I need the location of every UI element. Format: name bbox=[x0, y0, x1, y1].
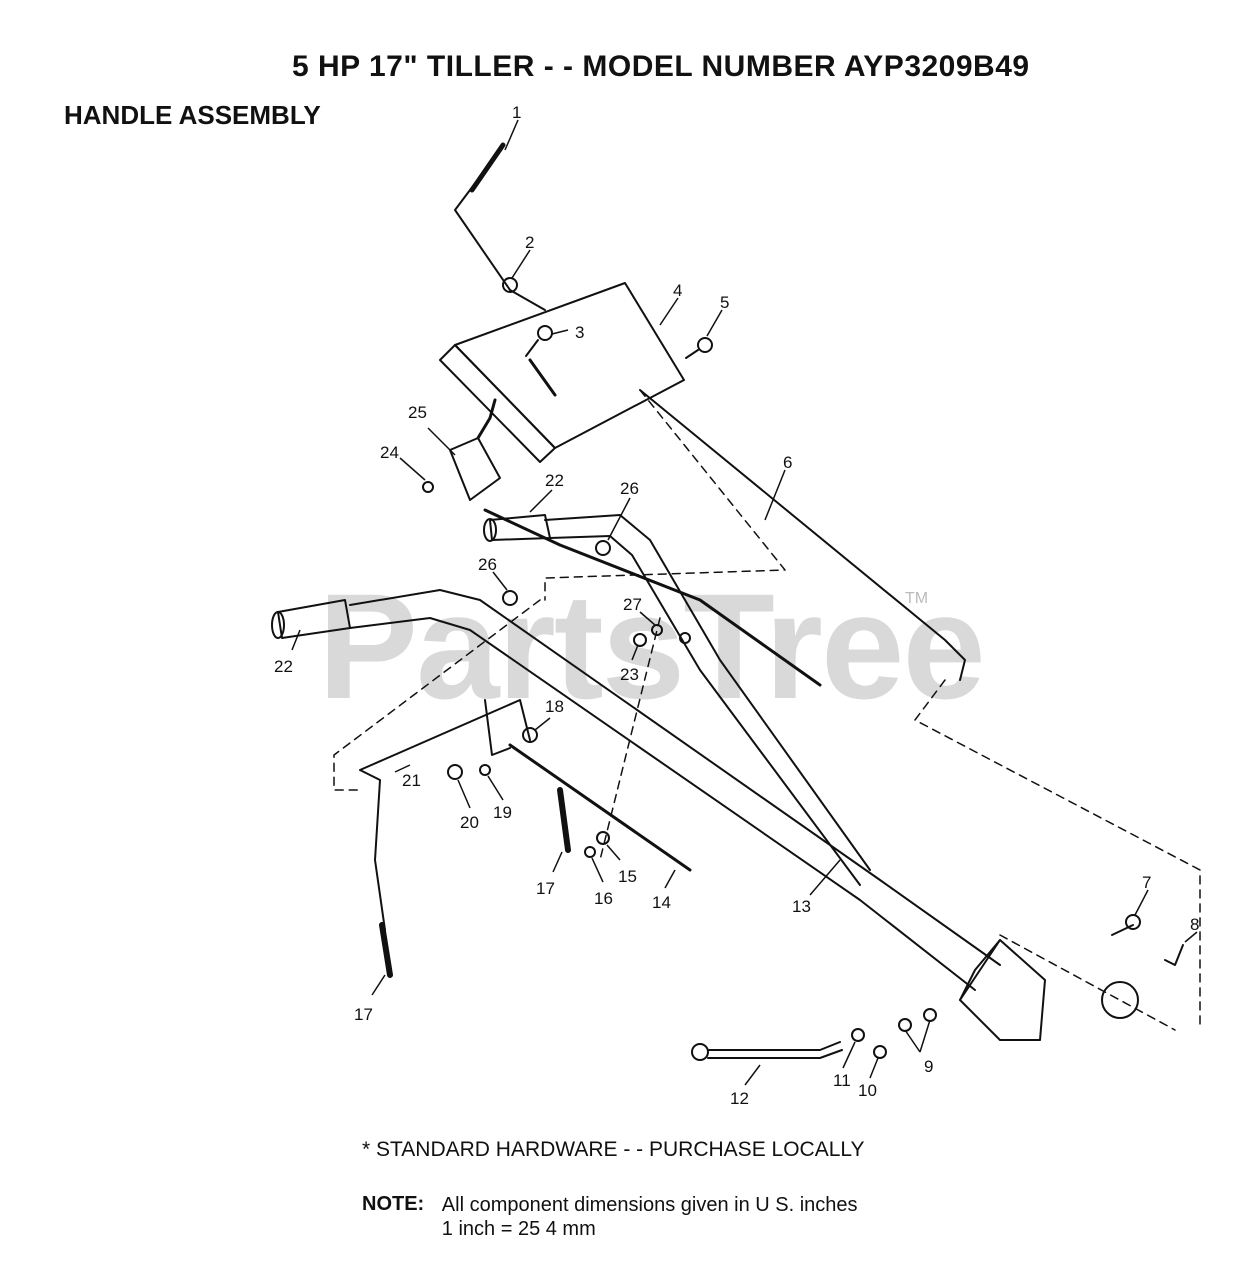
callout-22-upper: 22 bbox=[545, 471, 564, 490]
callout-7: 7 bbox=[1142, 873, 1151, 892]
callout-20: 20 bbox=[460, 813, 479, 832]
trademark-mark: TM bbox=[905, 590, 929, 607]
part-21-shift-lever bbox=[359, 699, 531, 931]
part-14-cable bbox=[508, 743, 692, 872]
note-text: All component dimensions given in U S. i… bbox=[442, 1193, 858, 1241]
callout-17-upper: 17 bbox=[536, 879, 555, 898]
callout-9: 9 bbox=[924, 1057, 933, 1076]
part-7-bolt-head bbox=[1125, 914, 1141, 930]
part-11-washer bbox=[851, 1028, 865, 1042]
control-cable bbox=[483, 508, 822, 687]
mounting-plate bbox=[1101, 981, 1139, 1019]
callout-8: 8 bbox=[1190, 915, 1199, 934]
part-23-nut-b bbox=[679, 632, 691, 644]
callout-25: 25 bbox=[408, 403, 427, 422]
standard-hardware-footnote: * STANDARD HARDWARE - - PURCHASE LOCALLY bbox=[362, 1138, 865, 1161]
part-26-nut-upper bbox=[595, 540, 611, 556]
part-9-bushing-a bbox=[898, 1018, 912, 1032]
part-26-nut-lower bbox=[502, 590, 518, 606]
callout-23: 23 bbox=[620, 665, 639, 684]
part-25-bracket bbox=[449, 398, 501, 501]
part-27-washer bbox=[651, 624, 663, 636]
part-24-nut bbox=[422, 481, 434, 493]
callout-10: 10 bbox=[858, 1081, 877, 1100]
callout-12: 12 bbox=[730, 1089, 749, 1108]
callout-27: 27 bbox=[623, 595, 642, 614]
callout-5: 5 bbox=[720, 293, 729, 312]
callout-18: 18 bbox=[545, 697, 564, 716]
callout-16: 16 bbox=[594, 889, 613, 908]
reference-lines bbox=[333, 389, 1201, 1031]
part-7-bolt bbox=[1111, 924, 1134, 936]
callout-26-lower: 26 bbox=[478, 555, 497, 574]
part-15-washer bbox=[596, 831, 610, 845]
note-line-1: All component dimensions given in U S. i… bbox=[441, 1194, 858, 1216]
dimension-note: NOTE: All component dimensions given in … bbox=[362, 1193, 858, 1241]
part-18-bolt bbox=[522, 727, 538, 743]
diagram-title: 5 HP 17" TILLER - - MODEL NUMBER AYP3209… bbox=[292, 50, 1030, 83]
callout-11: 11 bbox=[833, 1071, 851, 1090]
callout-15: 15 bbox=[618, 867, 637, 886]
part-17-spring-lower bbox=[379, 922, 393, 978]
shift-link bbox=[484, 699, 511, 756]
callout-17-lower: 17 bbox=[354, 1005, 373, 1024]
part-5-bolt bbox=[685, 337, 713, 359]
part-13-handle-bar bbox=[349, 589, 1001, 991]
part-4-control-panel bbox=[439, 282, 685, 463]
leader-lines bbox=[291, 119, 1198, 1086]
callout-19: 19 bbox=[493, 803, 512, 822]
callout-26-upper: 26 bbox=[620, 479, 639, 498]
callout-2: 2 bbox=[525, 233, 534, 252]
part-22-lower-grip bbox=[271, 599, 351, 639]
note-line-2: 1 inch = 25 4 mm bbox=[441, 1218, 596, 1240]
part-12-lever-rod bbox=[691, 1041, 843, 1061]
part-8-pin bbox=[1164, 944, 1184, 966]
callout-labels: 1 2 3 4 5 6 7 8 9 10 11 12 13 14 15 16 1… bbox=[274, 103, 1199, 1108]
callout-13: 13 bbox=[792, 897, 811, 916]
callout-3: 3 bbox=[575, 323, 584, 342]
part-3-bolt bbox=[525, 325, 553, 357]
part-19-washer bbox=[479, 764, 491, 776]
assembly-subtitle: HANDLE ASSEMBLY bbox=[64, 100, 321, 130]
note-label: NOTE: bbox=[362, 1193, 425, 1215]
part-2-nut bbox=[502, 277, 518, 293]
callout-1: 1 bbox=[512, 103, 521, 122]
callout-6: 6 bbox=[783, 453, 792, 472]
upper-handle-bar bbox=[544, 514, 871, 886]
part-20-nut bbox=[447, 764, 463, 780]
callout-24: 24 bbox=[380, 443, 399, 462]
part-17-spring-upper bbox=[557, 787, 571, 853]
handle-base-bracket bbox=[959, 939, 1046, 1041]
callout-22-lower: 22 bbox=[274, 657, 293, 676]
part-16-nut bbox=[584, 846, 596, 858]
part-9-bushing-b bbox=[923, 1008, 937, 1022]
callout-21: 21 bbox=[402, 771, 421, 790]
part-6-control-rod bbox=[639, 389, 966, 681]
part-1-rod-spring bbox=[454, 142, 546, 311]
callout-14: 14 bbox=[652, 893, 671, 912]
part-10-nut bbox=[873, 1045, 887, 1059]
callout-4: 4 bbox=[673, 281, 682, 300]
part-23-nut bbox=[633, 633, 647, 647]
